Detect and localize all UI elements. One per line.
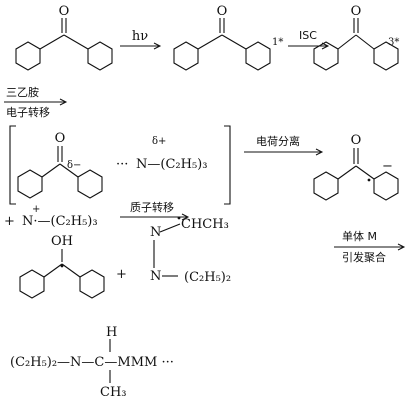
- n-lower: N: [150, 269, 161, 284]
- amine-cation-label: N·—(C₂H₅)₃: [22, 214, 98, 229]
- exciplex-complex: O δ− ··· δ+ N—(C₂H₅)₃: [9, 125, 231, 205]
- interaction-dots: ···: [116, 157, 128, 172]
- h-label: H: [106, 325, 117, 340]
- oxygen-label: O: [351, 133, 362, 148]
- diethyl-label: (C₂H₅)₂: [184, 270, 231, 285]
- oxygen-label: O: [55, 131, 66, 146]
- triplet-mark: 3*: [388, 37, 399, 48]
- proton-transfer-arrow: 质子转移: [120, 200, 190, 221]
- proton-transfer-label: 质子转移: [130, 200, 174, 214]
- hydroxyl-label: OH: [51, 234, 73, 249]
- monomer-label: 单体 M: [342, 229, 377, 243]
- electron-transfer-arrow: 三乙胺 电子转移: [4, 85, 68, 119]
- ketyl-radical-anion: O −: [313, 133, 399, 201]
- initiation-label: 引发聚合: [342, 250, 386, 264]
- delta-minus: δ−: [67, 160, 81, 171]
- ch3-label: CH₃: [100, 385, 127, 400]
- electron-transfer-label: 电子转移: [6, 105, 50, 119]
- amine-label: 三乙胺: [6, 85, 39, 99]
- ketyl-radical: OH: [19, 234, 105, 299]
- polymer-product: H (C₂H₅)₂—N—C—MMM ··· CH₃: [10, 325, 174, 400]
- light-label: hν: [132, 29, 148, 44]
- initiation-arrow: 单体 M 引发聚合: [334, 229, 406, 264]
- n-plus-charge: +: [32, 204, 40, 215]
- delta-plus: δ+: [152, 136, 166, 147]
- amine-radical-cation: + + N·—(C₂H₅)₃: [4, 204, 98, 229]
- singlet-mark: 1*: [272, 37, 283, 48]
- oxygen-label: O: [351, 4, 362, 19]
- light-arrow: hν: [120, 29, 162, 50]
- n-upper: N: [150, 225, 161, 240]
- charge-separation-label: 电荷分离: [256, 134, 300, 148]
- aminoalkyl-radical: + N CHCH₃ N (C₂H₅)₂: [116, 216, 231, 285]
- charge-separation-arrow: 电荷分离: [244, 134, 324, 156]
- singlet-benzophenone: O 1*: [173, 4, 283, 71]
- isc-arrow: ISC: [288, 29, 330, 50]
- oxygen-label: O: [59, 4, 70, 19]
- amine-complex-label: N—(C₂H₅)₃: [136, 157, 207, 172]
- isc-label: ISC: [299, 29, 317, 42]
- plus-sign: +: [4, 214, 15, 229]
- triplet-benzophenone: O 3*: [313, 4, 399, 71]
- plus-sign: +: [116, 267, 127, 282]
- benzophenone: O: [15, 4, 113, 71]
- negative-charge: −: [382, 159, 393, 174]
- polymer-chain-label: (C₂H₅)₂—N—C—MMM ···: [10, 355, 174, 370]
- oxygen-label: O: [217, 4, 228, 19]
- ch-radical-label: CHCH₃: [181, 217, 229, 232]
